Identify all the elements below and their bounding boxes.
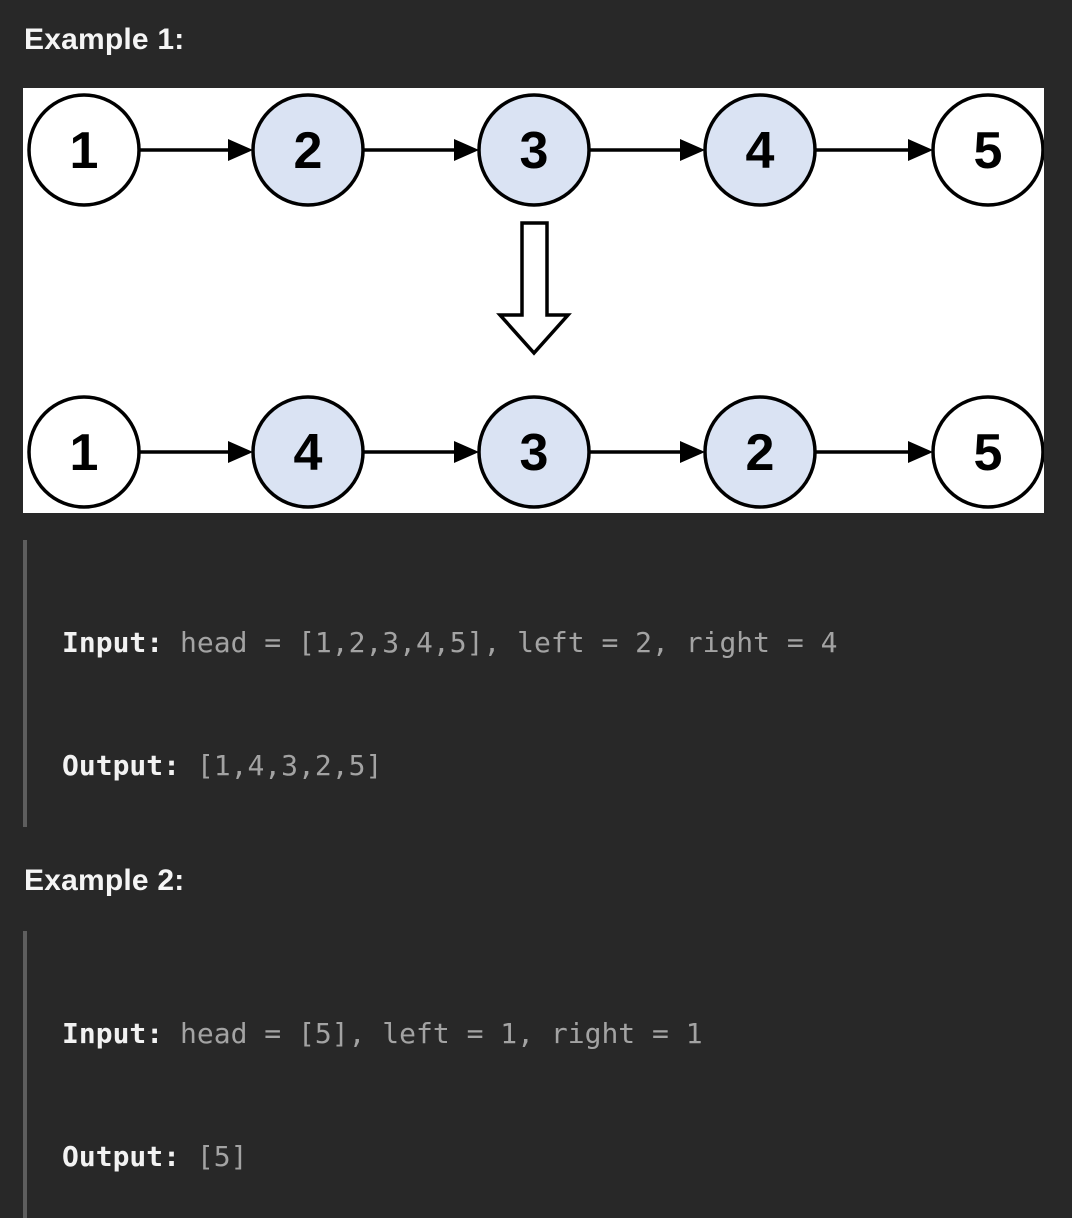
bottom-list-node-value: 5 <box>974 424 1003 482</box>
top-list-next-pointer-arrowhead-icon <box>680 139 705 161</box>
top-list-node-value: 2 <box>294 122 323 180</box>
bottom-list-node-circle <box>703 395 817 509</box>
example2-heading: Example 2: <box>24 864 185 897</box>
bottom-list-node-circle <box>477 395 591 509</box>
bottom-list-node-value: 2 <box>746 424 775 482</box>
bottom-list-node-value: 4 <box>294 424 323 482</box>
top-list-node-circle <box>27 93 141 207</box>
example1-output-line: Output: [1,4,3,2,5] <box>62 745 1072 786</box>
bottom-list-next-pointer-arrowhead-icon <box>454 441 479 463</box>
output-label: Output: <box>62 1140 181 1173</box>
input-value: head = [5], left = 1, right = 1 <box>180 1017 703 1050</box>
bottom-list-next-pointer-arrowhead-icon <box>908 441 933 463</box>
linked-list-diagram: 1 2 3 4 5 1 4 3 2 5 <box>23 88 1044 513</box>
top-list-node-circle <box>251 93 365 207</box>
top-list-next-pointer-arrowhead-icon <box>908 139 933 161</box>
top-list-node-circle <box>703 93 817 207</box>
top-list-next-pointer-arrowhead-icon <box>228 139 253 161</box>
example2-output-line: Output: [5] <box>62 1136 1072 1177</box>
example1-input-line: Input: head = [1,2,3,4,5], left = 2, rig… <box>62 622 1072 663</box>
output-value: [1,4,3,2,5] <box>196 749 383 782</box>
output-label: Output: <box>62 749 181 782</box>
input-label: Input: <box>62 1017 164 1050</box>
bottom-list-node-circle <box>251 395 365 509</box>
top-list-node-circle <box>931 93 1044 207</box>
input-value: head = [1,2,3,4,5], left = 2, right = 4 <box>180 626 838 659</box>
top-list-node-value: 1 <box>70 122 99 180</box>
down-arrow-icon <box>496 221 572 356</box>
output-value: [5] <box>196 1140 248 1173</box>
top-list-node-value: 3 <box>520 122 549 180</box>
top-list-node-circle <box>477 93 591 207</box>
bottom-list-node-value: 3 <box>520 424 549 482</box>
bottom-list-node-value: 1 <box>70 424 99 482</box>
linked-list-diagram-svg: 1 2 3 4 5 1 4 3 2 5 <box>27 93 1044 509</box>
example2-input-line: Input: head = [5], left = 1, right = 1 <box>62 1013 1072 1054</box>
input-label: Input: <box>62 626 164 659</box>
bottom-list-next-pointer-arrowhead-icon <box>680 441 705 463</box>
bottom-list-node-circle <box>931 395 1044 509</box>
top-list-node-value: 4 <box>746 122 775 180</box>
example2-io-block: Input: head = [5], left = 1, right = 1 O… <box>23 931 1072 1218</box>
top-list-next-pointer-arrowhead-icon <box>454 139 479 161</box>
bottom-list-node-circle <box>27 395 141 509</box>
top-list-node-value: 5 <box>974 122 1003 180</box>
bottom-list-next-pointer-arrowhead-icon <box>228 441 253 463</box>
example1-heading: Example 1: <box>24 23 185 56</box>
example1-io-block: Input: head = [1,2,3,4,5], left = 2, rig… <box>23 540 1072 827</box>
